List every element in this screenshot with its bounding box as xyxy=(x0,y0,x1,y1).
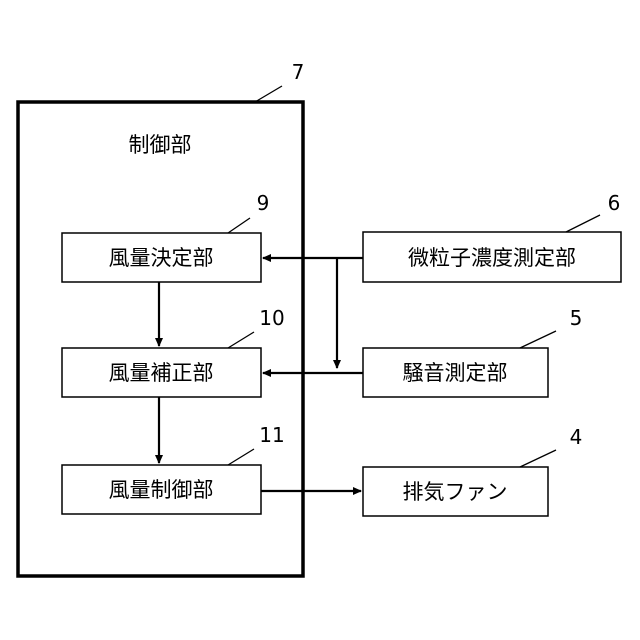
control-unit-leader xyxy=(255,86,282,102)
control-unit-ref: 7 xyxy=(292,60,305,84)
particle-sensor-label: 微粒子濃度測定部 xyxy=(408,246,576,270)
exhaust-fan-label: 排気ファン xyxy=(403,480,508,504)
particle-sensor-leader xyxy=(566,215,600,232)
airflow-decision-ref: 9 xyxy=(257,191,270,215)
noise-sensor-leader xyxy=(520,331,556,348)
particle-sensor-ref: 6 xyxy=(608,191,621,215)
airflow-decision-label: 風量決定部 xyxy=(109,246,214,270)
exhaust-fan-leader xyxy=(520,450,556,467)
noise-sensor-ref: 5 xyxy=(570,306,583,330)
exhaust-fan-ref: 4 xyxy=(570,425,583,449)
noise-sensor-label: 騒音測定部 xyxy=(403,361,508,385)
airflow-control-leader xyxy=(228,449,254,465)
airflow-control-label: 風量制御部 xyxy=(109,478,214,502)
airflow-correction-leader xyxy=(228,332,254,348)
airflow-decision-leader xyxy=(228,218,250,233)
airflow-correction-ref: 10 xyxy=(259,306,284,330)
airflow-control-ref: 11 xyxy=(259,423,284,447)
control-unit-label: 制御部 xyxy=(129,133,192,157)
airflow-correction-label: 風量補正部 xyxy=(109,361,214,385)
